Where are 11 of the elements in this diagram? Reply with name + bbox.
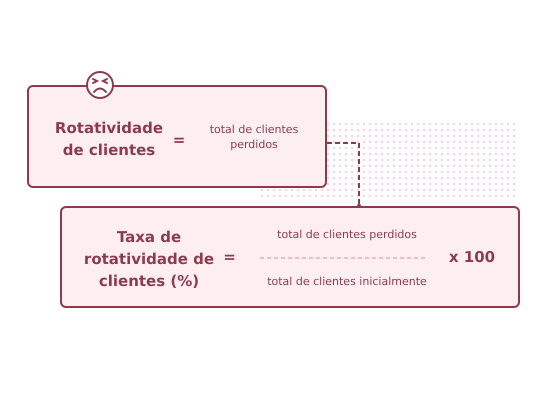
formula-card <box>60 206 520 308</box>
formula-numerator: total de clientes perdidos <box>276 227 418 242</box>
dashed-connector <box>327 142 361 208</box>
equals-sign: = <box>222 247 237 268</box>
formula-numerator: total de clientes perdidos <box>208 122 300 152</box>
equals-sign: = <box>172 130 186 151</box>
multiplier-text: x 100 <box>448 247 496 268</box>
formula-card <box>27 85 327 188</box>
formula-term: Taxa de rotatividade de clientes (%) <box>82 227 216 292</box>
formula-denominator: total de clientes inicialmente <box>266 274 428 289</box>
formula-term: Rotatividade de clientes <box>54 118 164 161</box>
